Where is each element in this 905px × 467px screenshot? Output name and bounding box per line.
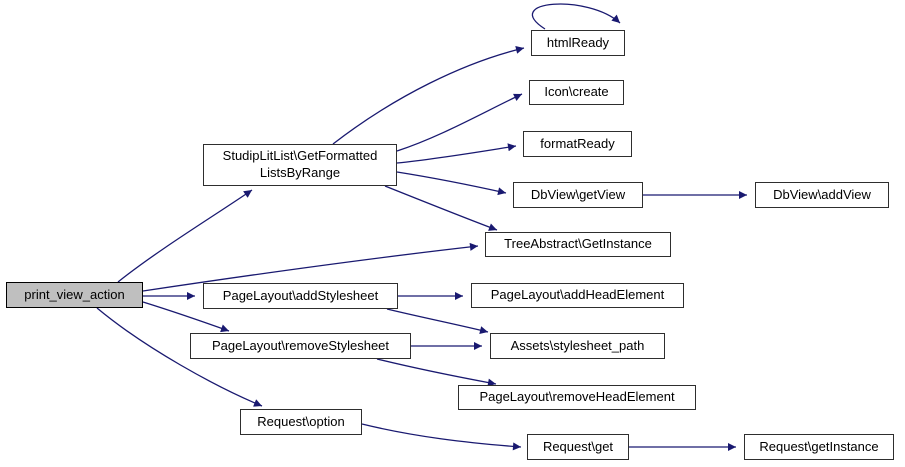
graph-node-request_option[interactable]: Request\option [240, 409, 362, 435]
graph-node-addheadelement[interactable]: PageLayout\addHeadElement [471, 283, 684, 308]
edge-print_view_action-to-get_formatted [117, 189, 253, 283]
edge-get_formatted-to-html_ready [332, 45, 525, 145]
graph-node-label: Assets\stylesheet_path [510, 337, 645, 353]
graph-node-label: ListsByRange [259, 165, 341, 180]
graph-node-label: Request\option [257, 413, 345, 429]
graph-node-dbview_addview[interactable]: DbView\addView [755, 182, 889, 208]
edge-request_option-to-request_get [361, 423, 522, 451]
graph-node-label: Request\get [542, 438, 614, 454]
graph-node-label: StudipLitList\GetFormatted [222, 148, 378, 164]
graph-node-label: TreeAbstract\GetInstance [504, 236, 652, 252]
graph-node-label: htmlReady [546, 34, 610, 50]
edge-addstylesheet-to-stylesheet_path [386, 308, 489, 335]
graph-node-print_view_action[interactable]: print_view_action [6, 282, 143, 308]
graph-node-request_getinstance[interactable]: Request\getInstance [744, 434, 894, 460]
graph-node-request_get[interactable]: Request\get [527, 434, 629, 460]
graph-node-tree_getinstance[interactable]: TreeAbstract\GetInstance [485, 232, 671, 257]
graph-node-label: formatReady [540, 135, 615, 151]
graph-node-label: Icon\create [544, 84, 609, 100]
edge-print_view_action-to-request_option [96, 307, 263, 407]
graph-node-html_ready[interactable]: htmlReady [531, 30, 625, 56]
graph-node-label: DbView\addView [773, 186, 871, 202]
graph-node-label: DbView\getView [530, 186, 626, 202]
graph-node-addstylesheet[interactable]: PageLayout\addStylesheet [203, 283, 398, 309]
edge-print_view_action-to-removestylesheet [142, 301, 230, 333]
graph-node-dbview_getview[interactable]: DbView\getView [513, 182, 643, 208]
graph-node-label: PageLayout\removeStylesheet [211, 337, 390, 353]
graph-node-label: Request\getInstance [759, 438, 879, 454]
edge-html_ready-to-html_ready [531, 3, 621, 30]
graph-node-label: print_view_action [24, 286, 125, 302]
edge-get_formatted-to-format_ready [396, 143, 517, 164]
edge-print_view_action-to-tree_getinstance [142, 242, 479, 292]
graph-node-label: PageLayout\removeHeadElement [479, 389, 675, 405]
edge-get_formatted-to-icon_create [396, 93, 523, 152]
edge-get_formatted-to-dbview_getview [396, 171, 507, 196]
graph-node-stylesheet_path[interactable]: Assets\stylesheet_path [490, 333, 665, 359]
graph-node-icon_create[interactable]: Icon\create [529, 80, 624, 105]
graph-node-removeheadelement[interactable]: PageLayout\removeHeadElement [458, 385, 696, 410]
edge-removestylesheet-to-removeheadelement [376, 358, 497, 387]
graph-node-format_ready[interactable]: formatReady [523, 131, 632, 157]
graph-node-removestylesheet[interactable]: PageLayout\removeStylesheet [190, 333, 411, 359]
graph-node-label: PageLayout\addHeadElement [490, 287, 665, 303]
graph-node-label: PageLayout\addStylesheet [222, 287, 379, 303]
edge-get_formatted-to-tree_getinstance [384, 185, 498, 231]
